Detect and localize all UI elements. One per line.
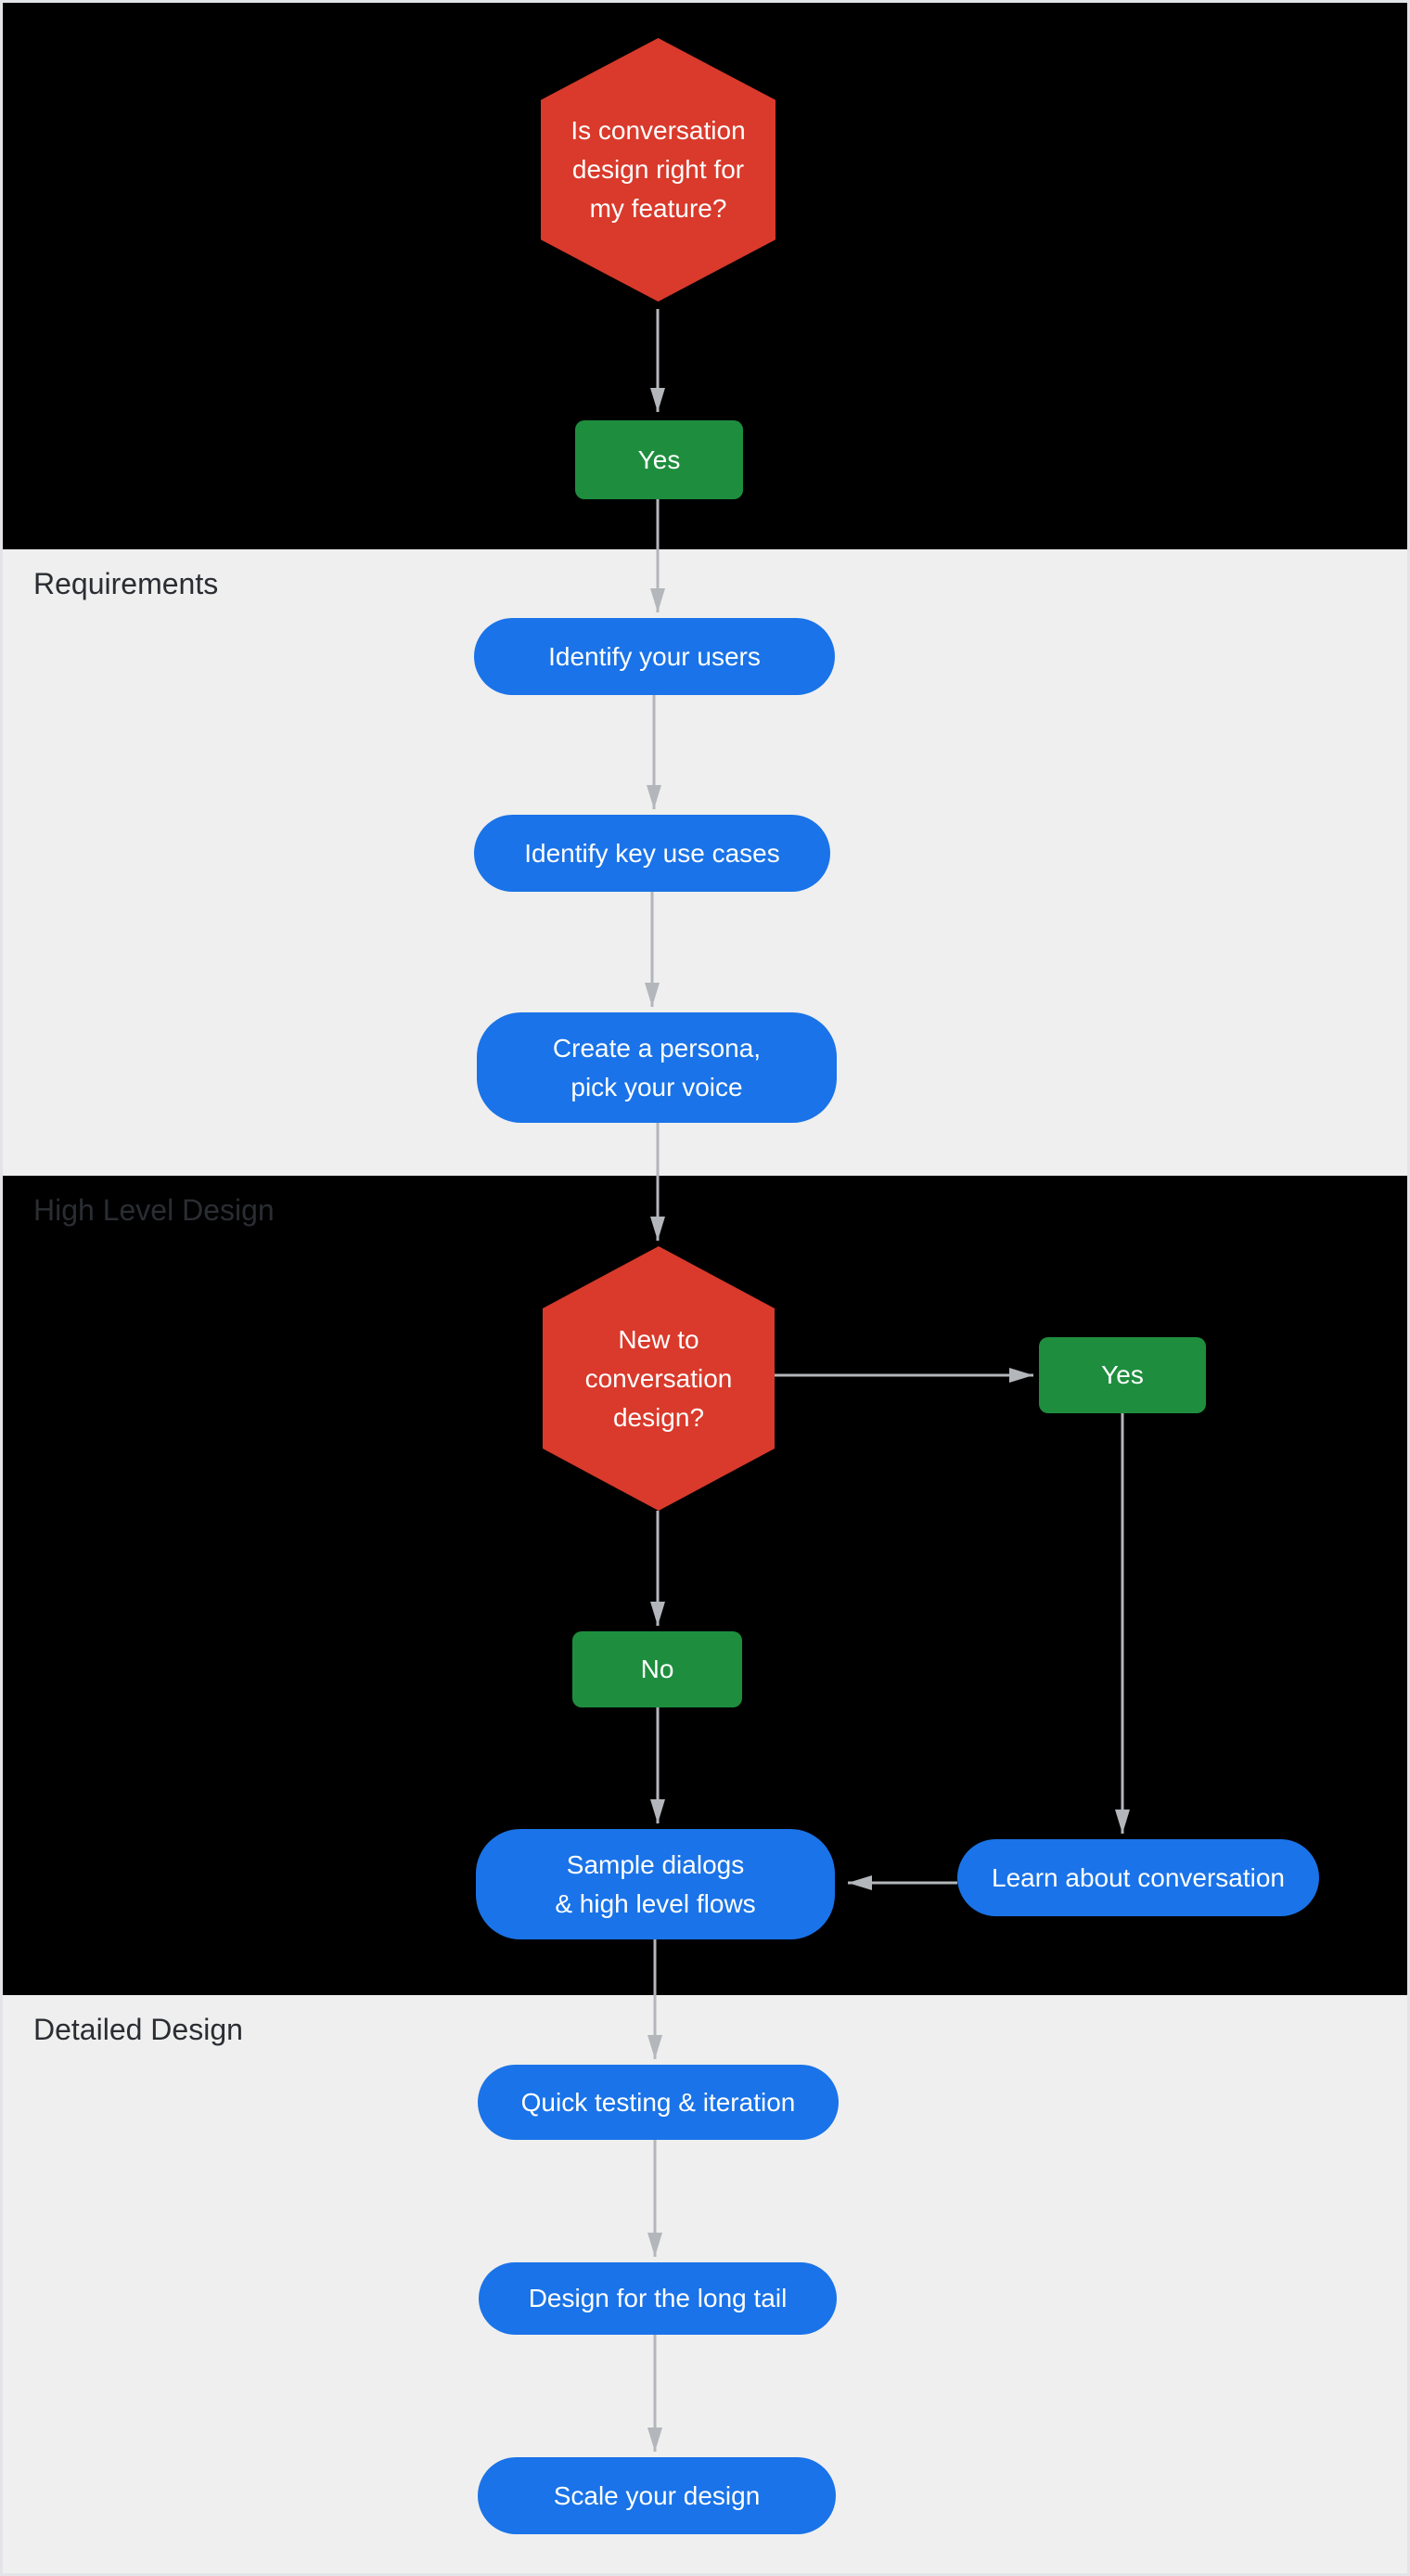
step-sample-dialogs[interactable]: Sample dialogs & high level flows — [476, 1829, 835, 1939]
section-high-level-design-label: High Level Design — [33, 1193, 275, 1227]
answer-no-new-button[interactable]: No — [572, 1631, 742, 1707]
answer-yes-start-label: Yes — [637, 444, 681, 474]
step-sample-dialogs-label: Sample dialogs & high level flows — [555, 1849, 756, 1918]
decision-new-to-conversation-design-label: New to conversation design? — [584, 1324, 733, 1432]
step-scale-your-design[interactable]: Scale your design — [478, 2457, 836, 2534]
answer-yes-new-button[interactable]: Yes — [1039, 1337, 1206, 1413]
step-scale-your-design-label: Scale your design — [553, 2480, 761, 2510]
step-identify-key-use-cases-label: Identify key use cases — [524, 838, 780, 868]
step-quick-testing-iteration-label: Quick testing & iteration — [520, 2087, 796, 2117]
step-identify-your-users[interactable]: Identify your users — [474, 618, 835, 695]
decision-new-to-conversation-design: New to conversation design? — [543, 1246, 775, 1511]
section-requirements-label: Requirements — [33, 567, 219, 600]
step-identify-your-users-label: Identify your users — [548, 641, 761, 671]
step-design-long-tail-label: Design for the long tail — [528, 2284, 788, 2312]
decision-is-conversation-design-right-label: Is conversation design right for my feat… — [570, 116, 746, 223]
decision-is-conversation-design-right: Is conversation design right for my feat… — [541, 38, 776, 302]
step-quick-testing-iteration[interactable]: Quick testing & iteration — [478, 2065, 839, 2140]
flow-arrows — [645, 309, 1130, 2452]
section-detailed-design-label: Detailed Design — [33, 2013, 243, 2046]
answer-no-new-label: No — [640, 1655, 674, 1683]
answer-yes-start-button[interactable]: Yes — [575, 420, 743, 499]
step-create-persona[interactable]: Create a persona, pick your voice — [477, 1012, 837, 1123]
step-learn-about-conversation[interactable]: Learn about conversation — [957, 1839, 1319, 1916]
step-learn-about-conversation-label: Learn about conversation — [992, 1862, 1285, 1892]
step-identify-key-use-cases[interactable]: Identify key use cases — [474, 815, 830, 892]
step-design-long-tail[interactable]: Design for the long tail — [479, 2262, 837, 2335]
answer-yes-new-label: Yes — [1101, 1360, 1144, 1389]
step-create-persona-label: Create a persona, pick your voice — [552, 1033, 762, 1101]
